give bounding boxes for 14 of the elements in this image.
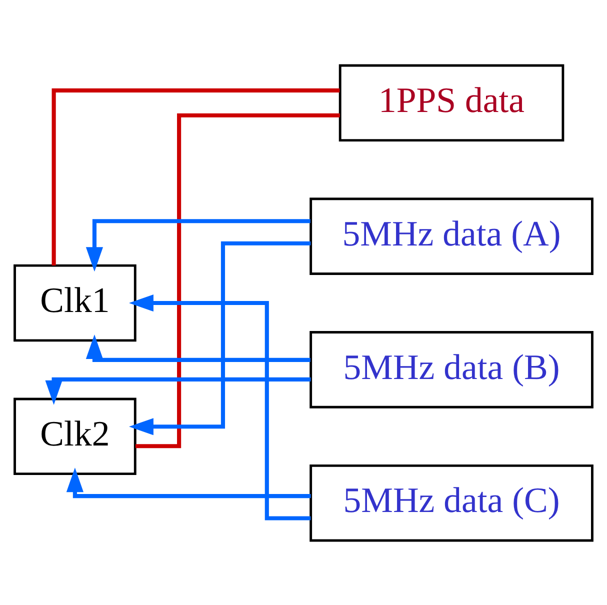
node-box: 5MHz data (A) [310, 197, 594, 274]
node-box: 1PPS data [338, 64, 564, 142]
arrow [86, 218, 310, 272]
arrow [66, 467, 311, 498]
arrow [45, 376, 311, 404]
connector [52, 88, 340, 265]
arrow [129, 240, 311, 435]
node-box: Clk1 [14, 264, 136, 342]
arrow [86, 334, 310, 362]
node-box: Clk2 [14, 397, 136, 475]
connector [136, 112, 340, 448]
node-box: 5MHz data (B) [310, 330, 594, 408]
arrow [129, 294, 311, 520]
node-box: 5MHz data (C) [310, 464, 594, 542]
